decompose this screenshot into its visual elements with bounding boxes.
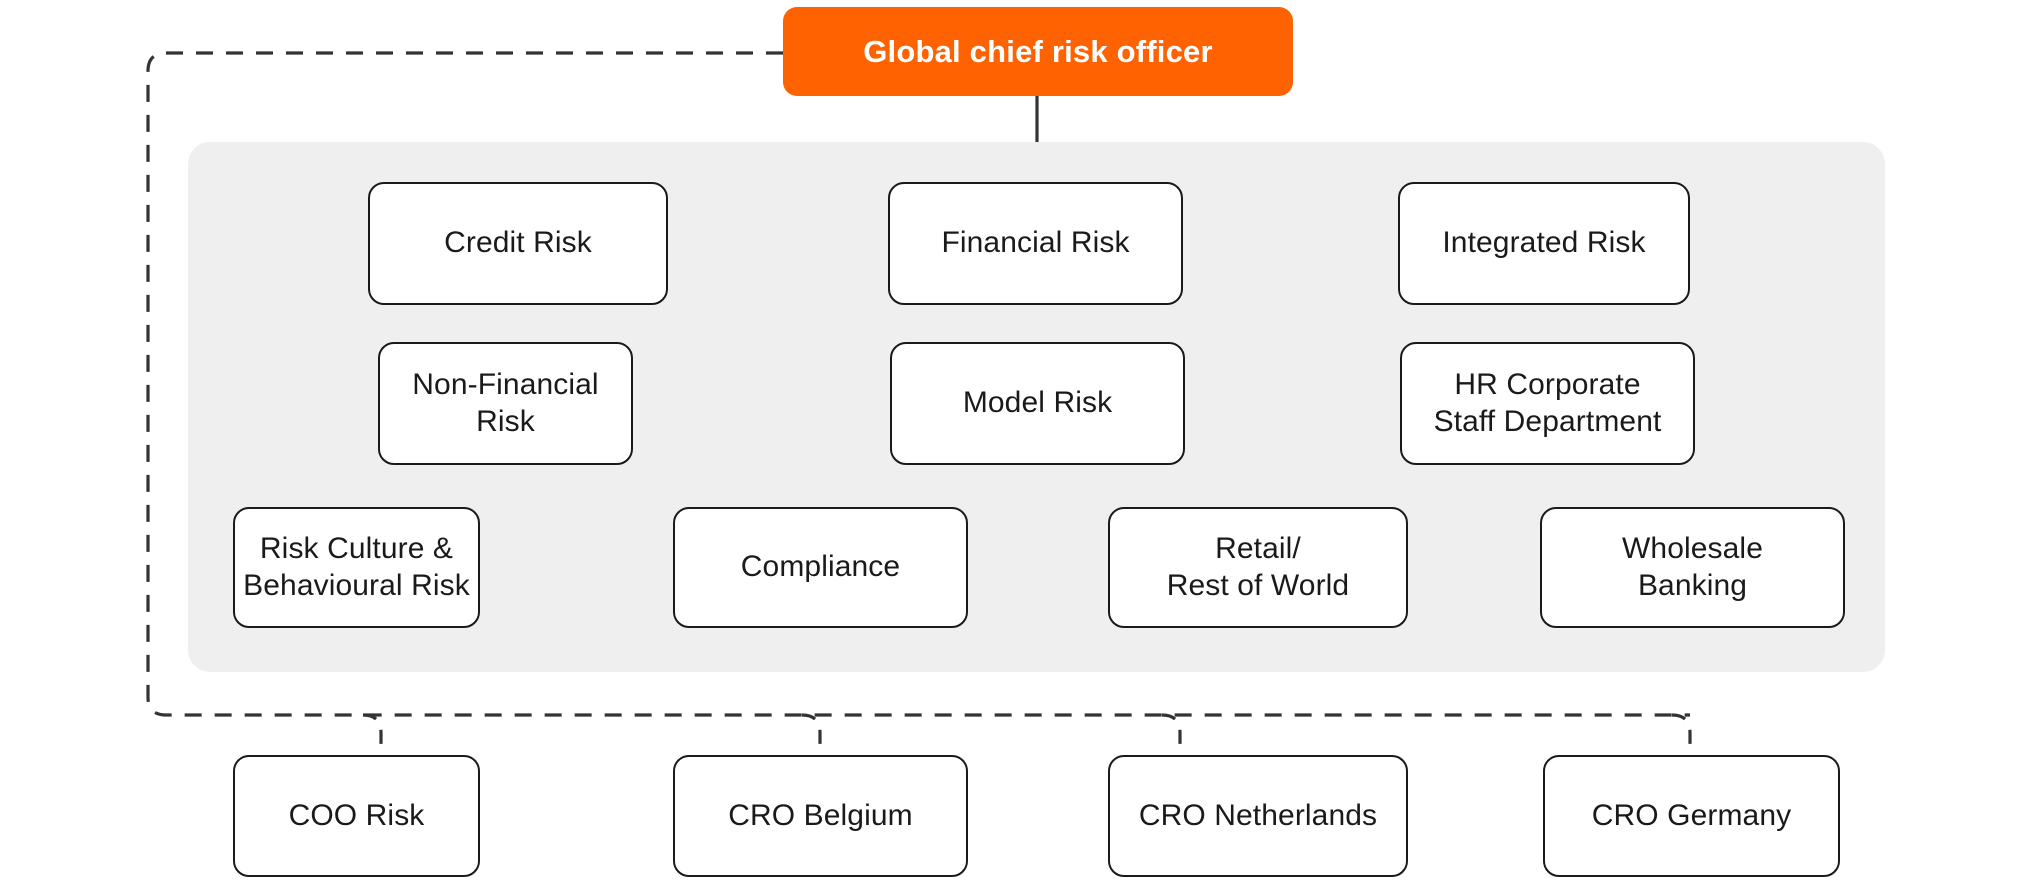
node-cro-netherlands[interactable]: CRO Netherlands bbox=[1108, 755, 1408, 877]
node-integrated-risk[interactable]: Integrated Risk bbox=[1398, 182, 1690, 305]
node-coo-risk[interactable]: COO Risk bbox=[233, 755, 480, 877]
node-hr-corporate-staff-department[interactable]: HR Corporate Staff Department bbox=[1400, 342, 1695, 465]
node-credit-risk[interactable]: Credit Risk bbox=[368, 182, 668, 305]
node-global-chief-risk-officer[interactable]: Global chief risk officer bbox=[783, 7, 1293, 96]
node-cro-germany[interactable]: CRO Germany bbox=[1543, 755, 1840, 877]
node-retail-rest-of-world[interactable]: Retail/ Rest of World bbox=[1108, 507, 1408, 628]
node-risk-culture-behavioural-risk[interactable]: Risk Culture & Behavioural Risk bbox=[233, 507, 480, 628]
connector-drop-cro-netherlands bbox=[1161, 713, 1182, 755]
node-non-financial-risk[interactable]: Non-Financial Risk bbox=[378, 342, 633, 465]
connector-drop-cro-belgium bbox=[801, 713, 822, 755]
node-financial-risk[interactable]: Financial Risk bbox=[888, 182, 1183, 305]
connector-drop-coo-risk bbox=[362, 713, 383, 755]
node-compliance[interactable]: Compliance bbox=[673, 507, 968, 628]
node-wholesale-banking[interactable]: Wholesale Banking bbox=[1540, 507, 1845, 628]
node-cro-belgium[interactable]: CRO Belgium bbox=[673, 755, 968, 877]
connector-drop-cro-germany bbox=[1671, 713, 1692, 755]
node-model-risk[interactable]: Model Risk bbox=[890, 342, 1185, 465]
